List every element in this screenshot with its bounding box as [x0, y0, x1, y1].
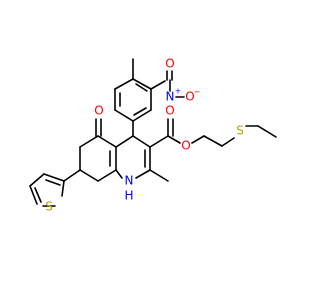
bond: [45, 179, 61, 186]
thioether-sulfur-label: S: [236, 124, 244, 138]
bond: [79, 135, 99, 148]
bond: [115, 135, 134, 148]
bond: [29, 173, 45, 187]
bond: [133, 107, 147, 116]
bond: [114, 109, 134, 122]
bond: [191, 135, 205, 144]
nitro-nitrogen-label: N: [166, 90, 175, 104]
ester-carbonyl-oxygen-label: O: [165, 104, 174, 118]
bond: [97, 169, 117, 182]
bond: [29, 185, 38, 205]
bond: [132, 135, 151, 148]
bond: [132, 109, 152, 122]
nitro-oxygen-charge: −: [194, 88, 201, 97]
structure-canvas: N + O O − O O O S S N H: [29, 56, 277, 214]
bond: [115, 169, 123, 179]
bond: [63, 169, 81, 182]
bond: [149, 135, 169, 148]
bond: [43, 173, 65, 182]
bond: [135, 169, 151, 179]
atom-label-layer: N + O O − O O O S S N H: [45, 57, 244, 214]
ester-link-oxygen-label: O: [181, 139, 190, 153]
bond: [132, 78, 152, 90]
bond: [114, 78, 134, 90]
amine-hydrogen-label: H: [124, 189, 133, 203]
bond: [150, 80, 166, 90]
bond: [135, 83, 148, 92]
nitro-nitrogen-charge: +: [175, 87, 182, 96]
bond: [149, 169, 169, 182]
ketone-oxygen-label: O: [94, 104, 103, 118]
bond: [79, 169, 99, 182]
bond-layer: [29, 58, 277, 207]
thiophene-sulfur-label: S: [45, 200, 53, 214]
nitro-oxygen-top-label: O: [165, 57, 174, 71]
bond: [203, 135, 223, 147]
bond: [257, 125, 277, 138]
molecule-drawing: N + O O − O O O S S N H: [29, 57, 277, 214]
bond: [97, 135, 117, 148]
nitro-oxygen-right-label: O: [185, 90, 194, 104]
bond: [167, 135, 181, 144]
bond: [61, 180, 65, 197]
bond: [34, 187, 42, 203]
bond: [221, 137, 235, 147]
amine-nitrogen-label: N: [125, 174, 134, 188]
